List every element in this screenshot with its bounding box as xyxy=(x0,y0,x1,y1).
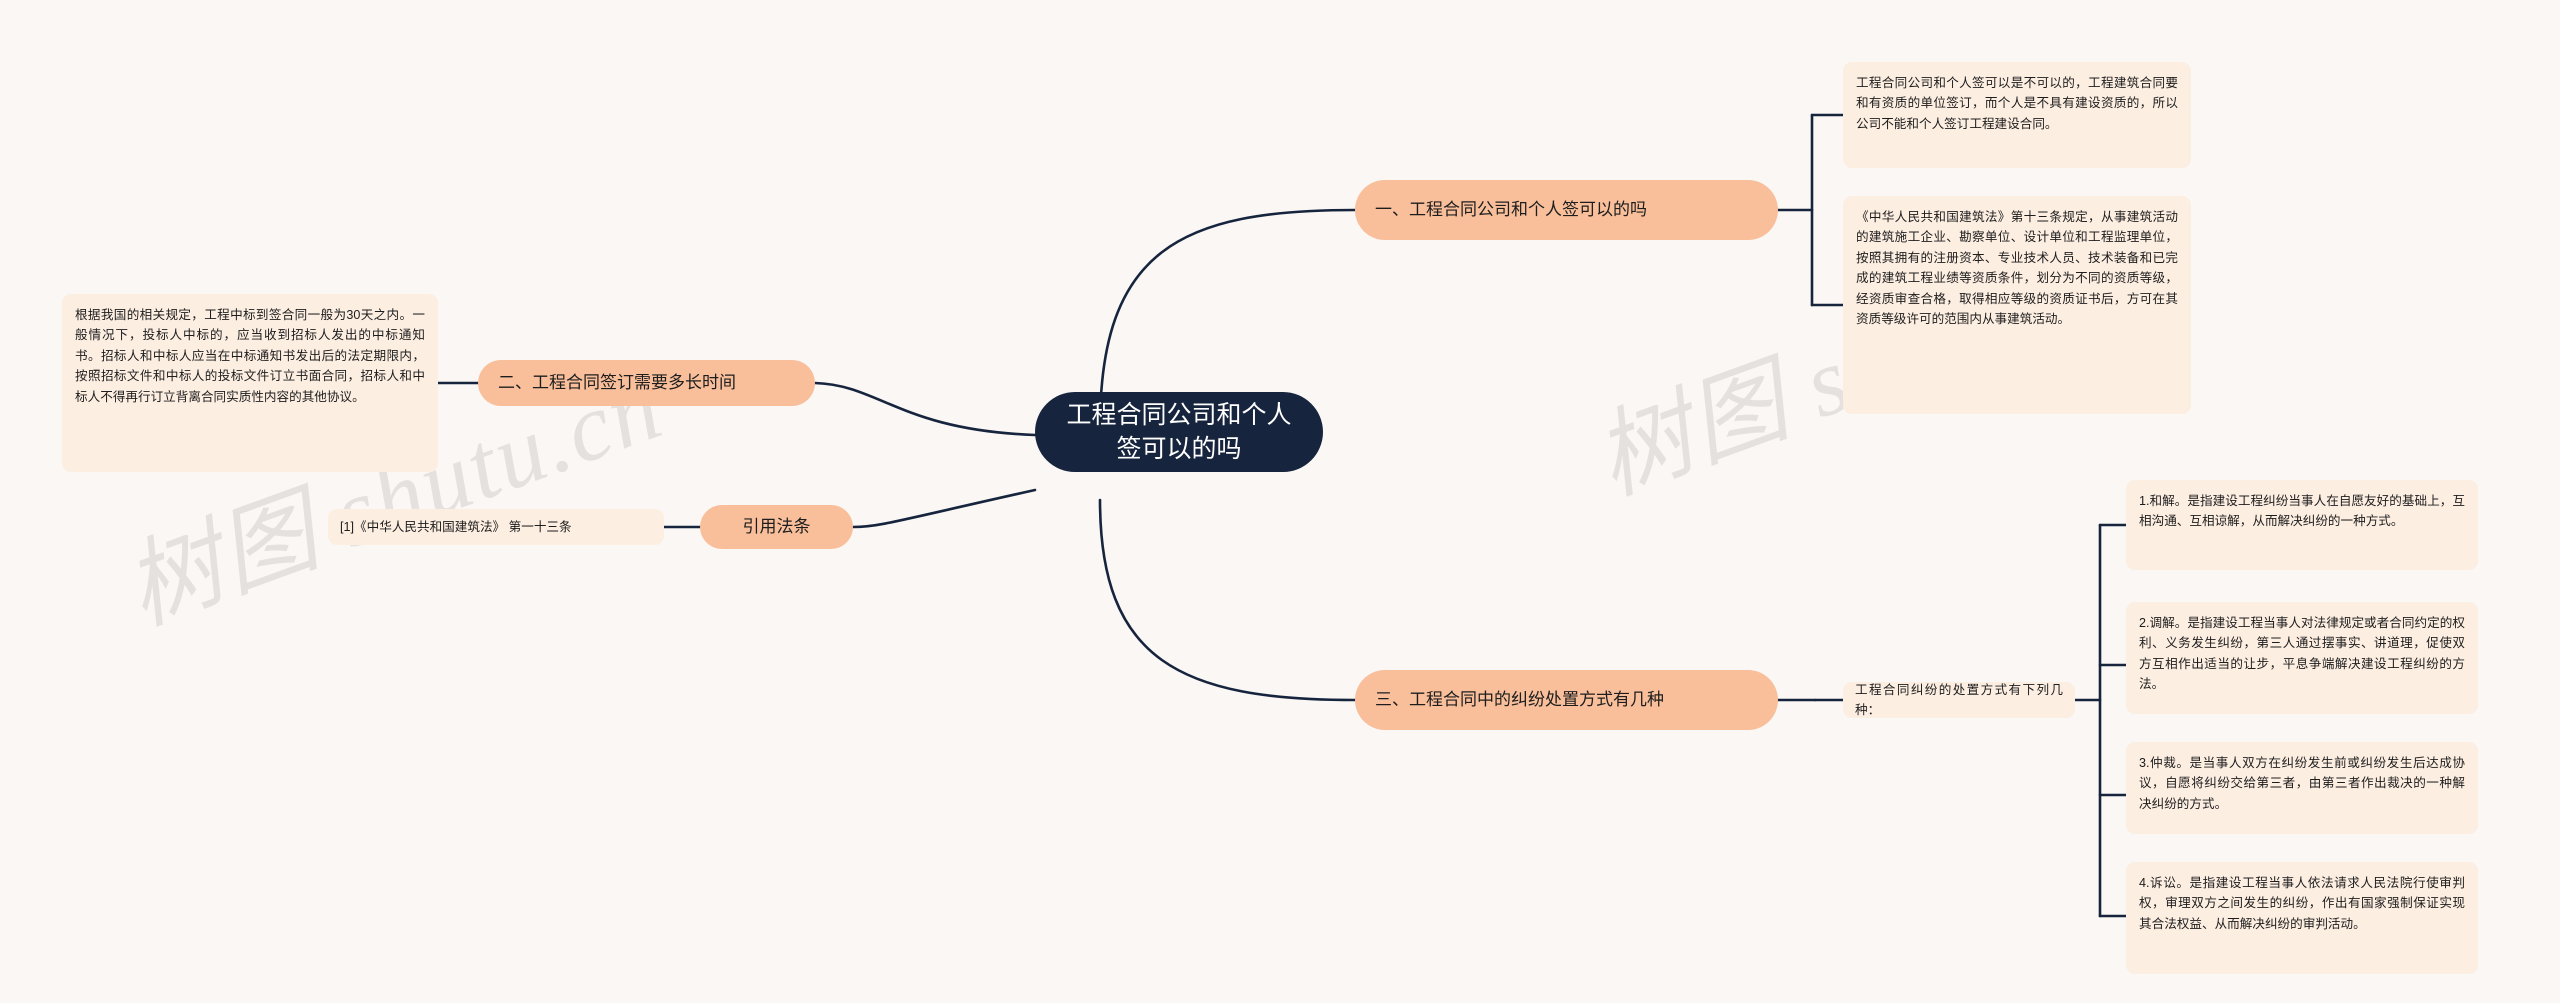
leaf-node-b4-g2-text: 2.调解。是指建设工程当事人对法律规定或者合同约定的权利、义务发生纠纷，第三人通… xyxy=(2139,616,2465,692)
leaf-node-b4-1[interactable]: 工程合同纠纷的处置方式有下列几种： xyxy=(1843,682,2075,718)
leaf-node-b2-1[interactable]: 根据我国的相关规定，工程中标到签合同一般为30天之内。一般情况下，投标人中标的，… xyxy=(62,294,438,472)
branch-node-2[interactable]: 二、工程合同签订需要多长时间 xyxy=(478,360,815,406)
leaf-node-b3-1[interactable]: [1]《中华人民共和国建筑法》 第一十三条 xyxy=(328,509,664,545)
leaf-node-b4-g3[interactable]: 3.仲裁。是当事人双方在纠纷发生前或纠纷发生后达成协议，自愿将纠纷交给第三者，由… xyxy=(2126,742,2478,834)
leaf-node-b4-g2[interactable]: 2.调解。是指建设工程当事人对法律规定或者合同约定的权利、义务发生纠纷，第三人通… xyxy=(2126,602,2478,714)
leaf-node-b1-2[interactable]: 《中华人民共和国建筑法》第十三条规定，从事建筑活动的建筑施工企业、勘察单位、设计… xyxy=(1843,196,2191,414)
leaf-node-b4-g4-text: 4.诉讼。是指建设工程当事人依法请求人民法院行使审判权，审理双方之间发生的纠纷，… xyxy=(2139,876,2465,931)
branch-node-1-label: 一、工程合同公司和个人签可以的吗 xyxy=(1375,200,1647,220)
leaf-node-b1-2-text: 《中华人民共和国建筑法》第十三条规定，从事建筑活动的建筑施工企业、勘察单位、设计… xyxy=(1856,210,2178,326)
leaf-node-b3-1-text: [1]《中华人民共和国建筑法》 第一十三条 xyxy=(340,519,572,534)
leaf-node-b2-1-text: 根据我国的相关规定，工程中标到签合同一般为30天之内。一般情况下，投标人中标的，… xyxy=(75,308,425,404)
leaf-node-b1-1[interactable]: 工程合同公司和个人签可以是不可以的，工程建筑合同要和有资质的单位签订，而个人是不… xyxy=(1843,62,2191,168)
root-node[interactable]: 工程合同公司和个人签可以的吗 xyxy=(1035,392,1323,472)
branch-node-2-label: 二、工程合同签订需要多长时间 xyxy=(498,373,736,393)
root-node-label: 工程合同公司和个人签可以的吗 xyxy=(1066,400,1292,464)
leaf-node-b1-1-text: 工程合同公司和个人签可以是不可以的，工程建筑合同要和有资质的单位签订，而个人是不… xyxy=(1856,76,2178,131)
branch-node-4-label: 三、工程合同中的纠纷处置方式有几种 xyxy=(1375,690,1664,710)
leaf-node-b4-g1[interactable]: 1.和解。是指建设工程纠纷当事人在自愿友好的基础上，互相沟通、互相谅解，从而解决… xyxy=(2126,480,2478,570)
leaf-node-b4-g1-text: 1.和解。是指建设工程纠纷当事人在自愿友好的基础上，互相沟通、互相谅解，从而解决… xyxy=(2139,494,2465,529)
leaf-node-b4-g4[interactable]: 4.诉讼。是指建设工程当事人依法请求人民法院行使审判权，审理双方之间发生的纠纷，… xyxy=(2126,862,2478,974)
branch-node-3[interactable]: 引用法条 xyxy=(700,505,853,549)
leaf-node-b4-g3-text: 3.仲裁。是当事人双方在纠纷发生前或纠纷发生后达成协议，自愿将纠纷交给第三者，由… xyxy=(2139,756,2465,811)
branch-node-1[interactable]: 一、工程合同公司和个人签可以的吗 xyxy=(1355,180,1778,240)
branch-node-4[interactable]: 三、工程合同中的纠纷处置方式有几种 xyxy=(1355,670,1778,730)
leaf-node-b4-1-text: 工程合同纠纷的处置方式有下列几种： xyxy=(1855,682,2063,717)
branch-node-3-label: 引用法条 xyxy=(742,517,811,537)
